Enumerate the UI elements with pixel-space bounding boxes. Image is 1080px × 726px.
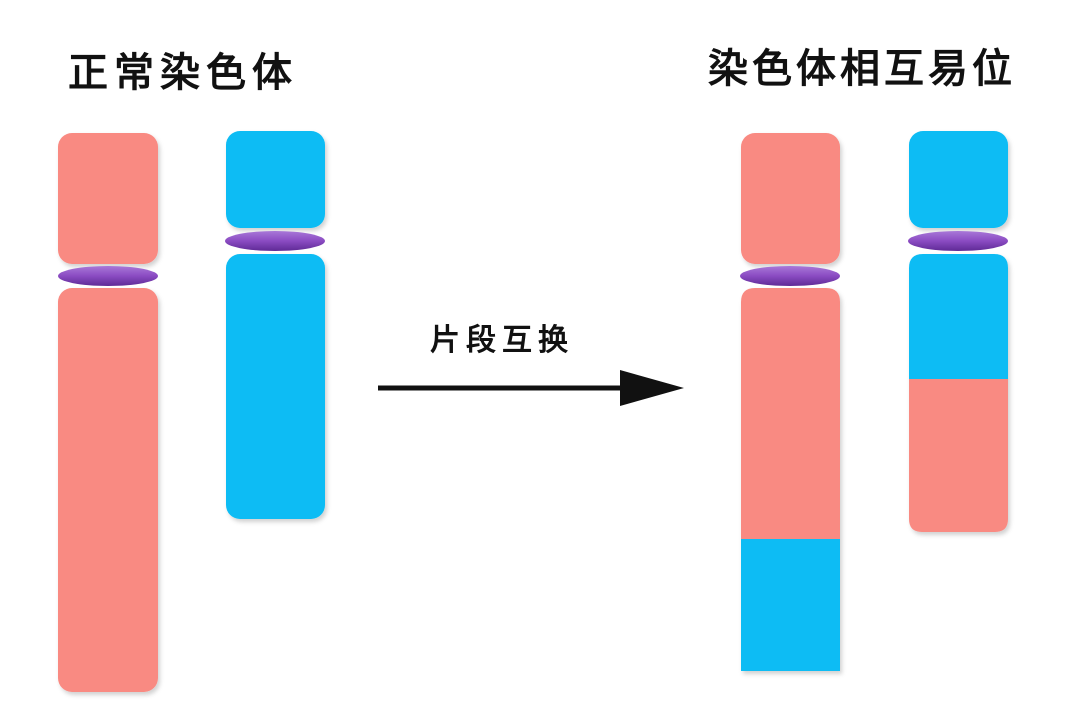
t1-centromere bbox=[740, 266, 840, 286]
t2-short-arm bbox=[909, 131, 1008, 228]
normal-red-chromosome bbox=[58, 133, 158, 692]
t1-short-arm bbox=[741, 133, 840, 264]
red-centromere bbox=[58, 266, 158, 286]
blue-centromere bbox=[225, 231, 325, 251]
normal-blue-chromosome bbox=[226, 131, 325, 519]
red-long-arm bbox=[58, 288, 158, 692]
red-short-arm bbox=[58, 133, 158, 264]
t2-centromere bbox=[908, 231, 1008, 251]
translocated-chromosome-2 bbox=[909, 131, 1008, 532]
arrow-head bbox=[620, 370, 684, 406]
translocation-arrow bbox=[378, 370, 684, 406]
arrow-label: 片段互换 bbox=[430, 323, 574, 358]
blue-long-arm bbox=[226, 254, 325, 519]
translocation-title: 染色体相互易位 bbox=[708, 46, 1016, 92]
normal-chromosome-title: 正常染色体 bbox=[68, 50, 298, 96]
t1-long-arm-red bbox=[741, 288, 840, 540]
translocated-chromosome-1 bbox=[741, 133, 840, 671]
blue-short-arm bbox=[226, 131, 325, 228]
t2-long-arm-red-segment bbox=[909, 379, 1008, 532]
t2-long-arm-blue bbox=[909, 254, 1008, 380]
t1-long-arm-blue-segment bbox=[741, 539, 840, 671]
